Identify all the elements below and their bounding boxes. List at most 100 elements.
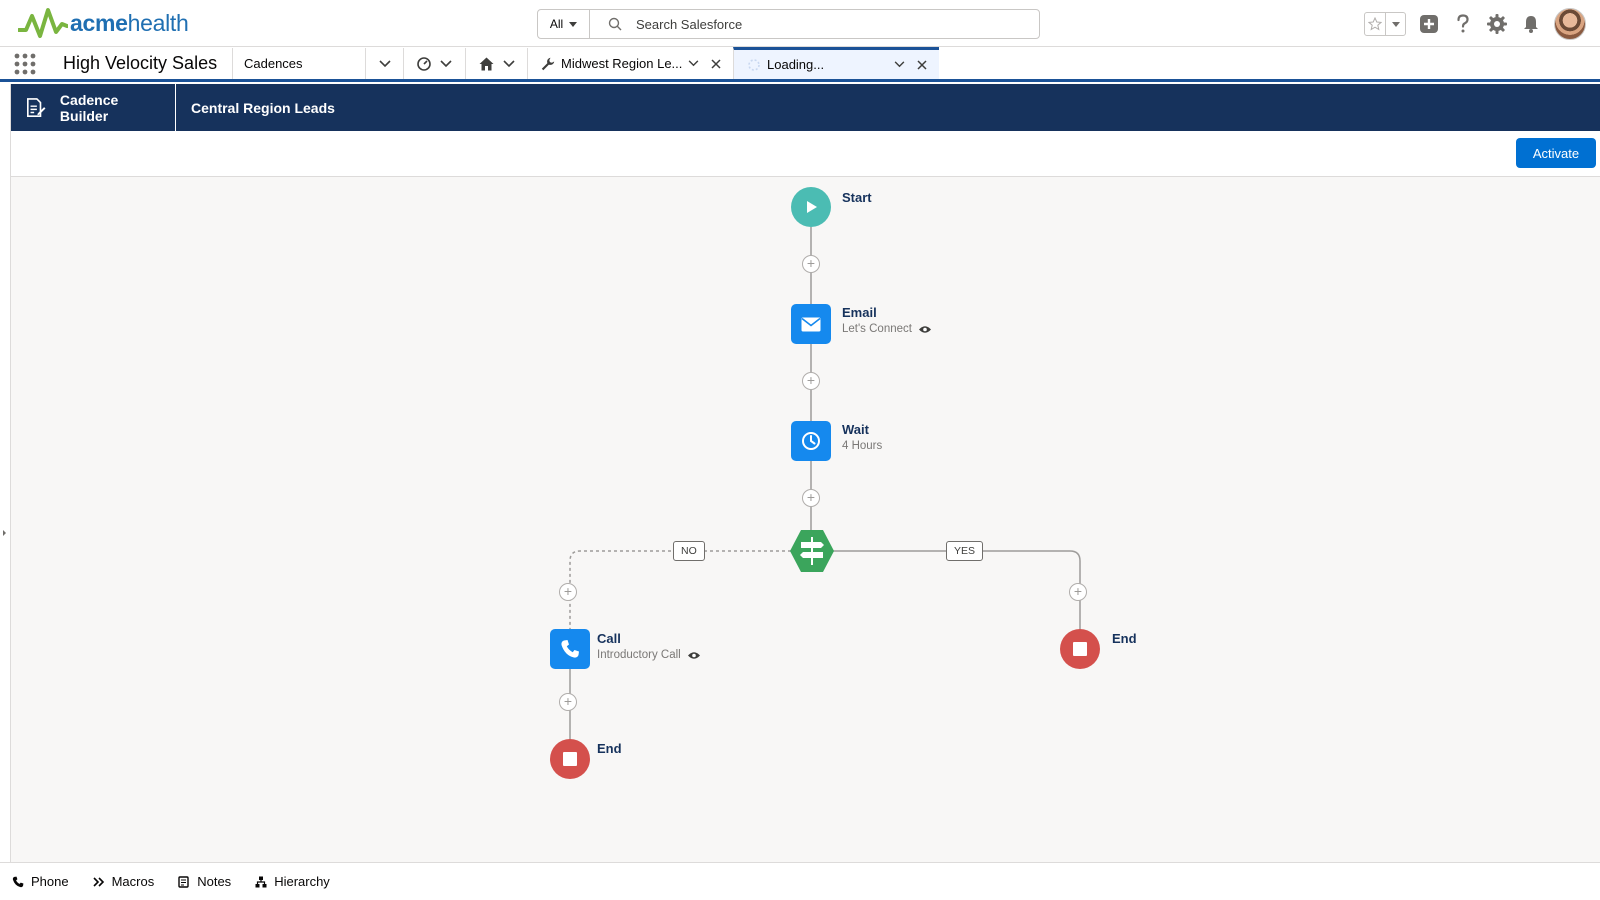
- notes-icon: [178, 875, 189, 888]
- tab-midwest-region-leads[interactable]: Midwest Region Le...: [527, 48, 733, 79]
- chevron-down-icon[interactable]: [894, 61, 905, 68]
- tab-label: Loading...: [767, 57, 825, 72]
- activate-button[interactable]: Activate: [1516, 138, 1596, 168]
- builder-title-label: Cadence Builder: [59, 91, 119, 124]
- global-header: acmehealth All: [0, 0, 1600, 47]
- search-icon: [608, 17, 622, 31]
- search-input[interactable]: [636, 16, 1016, 32]
- logo-acme-text: acme: [70, 9, 128, 36]
- caret-down-icon: [569, 21, 578, 27]
- search-scope-dropdown[interactable]: All: [538, 10, 590, 38]
- phone-icon: [561, 640, 579, 658]
- add-step-button[interactable]: +: [559, 583, 577, 601]
- preview-eye-icon[interactable]: [918, 325, 932, 334]
- navigation-bar: High Velocity Sales Cadences Midwest Reg…: [0, 47, 1600, 82]
- email-step-node[interactable]: [791, 304, 831, 344]
- add-step-button[interactable]: +: [802, 255, 820, 273]
- call-script-name: Introductory Call: [597, 649, 681, 661]
- email-template-name: Let's Connect: [842, 323, 912, 335]
- global-actions-icon[interactable]: [1418, 13, 1440, 35]
- favorite-star-icon[interactable]: [1365, 13, 1385, 35]
- add-step-button[interactable]: +: [802, 489, 820, 507]
- end-node-left[interactable]: [550, 739, 590, 779]
- loading-spinner-icon: [748, 58, 760, 71]
- branch-yes-label: YES: [946, 541, 984, 561]
- end-left-label: End: [597, 741, 622, 756]
- utility-item-label: Notes: [197, 874, 232, 889]
- favorites-group: [1364, 12, 1406, 36]
- app-name: High Velocity Sales: [63, 53, 218, 73]
- add-step-button[interactable]: +: [559, 693, 577, 711]
- branch-signpost-icon: [790, 530, 834, 572]
- start-label: Start: [842, 190, 872, 205]
- call-step-subtitle: Introductory Call: [597, 649, 701, 661]
- builder-title: Cadence Builder: [11, 84, 176, 131]
- setup-gear-icon[interactable]: [1486, 13, 1508, 35]
- email-step-label: Email: [842, 305, 877, 320]
- gauge-icon: [417, 56, 431, 71]
- builder-header: Cadence Builder Central Region Leads: [11, 84, 1600, 131]
- wait-duration: 4 Hours: [842, 440, 883, 452]
- utility-item-notes[interactable]: Notes: [178, 874, 231, 889]
- cadence-record-name: Central Region Leads: [191, 99, 335, 116]
- expand-arrow-icon[interactable]: [3, 530, 6, 536]
- tab-label: Midwest Region Le...: [561, 56, 682, 71]
- tab-loading[interactable]: Loading...: [733, 47, 939, 79]
- call-step-label: Call: [597, 631, 621, 646]
- nav-item-home[interactable]: [465, 48, 527, 79]
- global-search: All: [537, 9, 1040, 39]
- utility-item-label: Macros: [111, 874, 155, 889]
- utility-item-phone[interactable]: Phone: [12, 874, 69, 889]
- clock-icon: [802, 432, 820, 450]
- cadence-canvas[interactable]: Start + Email Let's Connect + Wait 4 Hou…: [11, 177, 1600, 862]
- header-utility-icons: [1364, 8, 1586, 40]
- wrench-icon: [541, 57, 555, 70]
- phone-icon: [12, 876, 24, 887]
- cadence-builder-icon: [26, 97, 46, 117]
- branch-decision-node[interactable]: [789, 529, 835, 573]
- email-icon: [801, 317, 821, 331]
- chevron-down-icon: [378, 59, 391, 67]
- nav-menu-chevron[interactable]: [365, 48, 403, 79]
- preview-eye-icon[interactable]: [687, 651, 701, 660]
- wait-step-node[interactable]: [791, 421, 831, 461]
- wait-step-label: Wait: [842, 422, 869, 437]
- home-icon: [479, 57, 493, 70]
- stop-icon: [1073, 642, 1087, 656]
- logo-pulse-icon: [18, 8, 68, 38]
- acmehealth-logo[interactable]: acmehealth: [18, 6, 189, 40]
- chevron-down-icon: [440, 59, 452, 67]
- utility-left-rail[interactable]: [0, 84, 11, 862]
- utility-bar: Phone Macros Notes Hierarchy: [0, 862, 1600, 900]
- flow-connectors: [569, 227, 1081, 749]
- favorites-list-icon[interactable]: [1385, 13, 1405, 35]
- close-tab-icon[interactable]: [917, 59, 927, 70]
- branch-no-label: NO: [673, 541, 705, 561]
- app-launcher-waffle-icon[interactable]: [0, 48, 50, 79]
- end-right-label: End: [1112, 631, 1137, 646]
- start-node[interactable]: [791, 187, 831, 227]
- end-node-right[interactable]: [1060, 629, 1100, 669]
- chevron-down-icon[interactable]: [688, 60, 699, 67]
- builder-toolbar: Activate: [11, 131, 1600, 177]
- notifications-bell-icon[interactable]: [1520, 13, 1542, 35]
- play-icon: [807, 201, 817, 213]
- add-step-button[interactable]: +: [1069, 583, 1087, 601]
- utility-item-label: Phone: [31, 874, 69, 889]
- utility-item-macros[interactable]: Macros: [93, 874, 155, 889]
- nav-item-cadences[interactable]: Cadences: [232, 48, 365, 79]
- utility-item-hierarchy[interactable]: Hierarchy: [255, 874, 330, 889]
- logo-health-text: health: [127, 9, 189, 36]
- help-icon[interactable]: [1452, 13, 1474, 35]
- search-scope-label: All: [549, 17, 564, 31]
- utility-item-label: Hierarchy: [274, 874, 330, 889]
- call-step-node[interactable]: [550, 629, 590, 669]
- macros-chevrons-icon: [93, 876, 104, 887]
- add-step-button[interactable]: +: [802, 372, 820, 390]
- chevron-down-icon: [502, 59, 515, 67]
- user-avatar[interactable]: [1554, 8, 1586, 40]
- close-tab-icon[interactable]: [711, 58, 721, 69]
- nav-item-dashboard[interactable]: [403, 48, 465, 79]
- hierarchy-icon: [255, 876, 267, 887]
- stop-icon: [563, 752, 577, 766]
